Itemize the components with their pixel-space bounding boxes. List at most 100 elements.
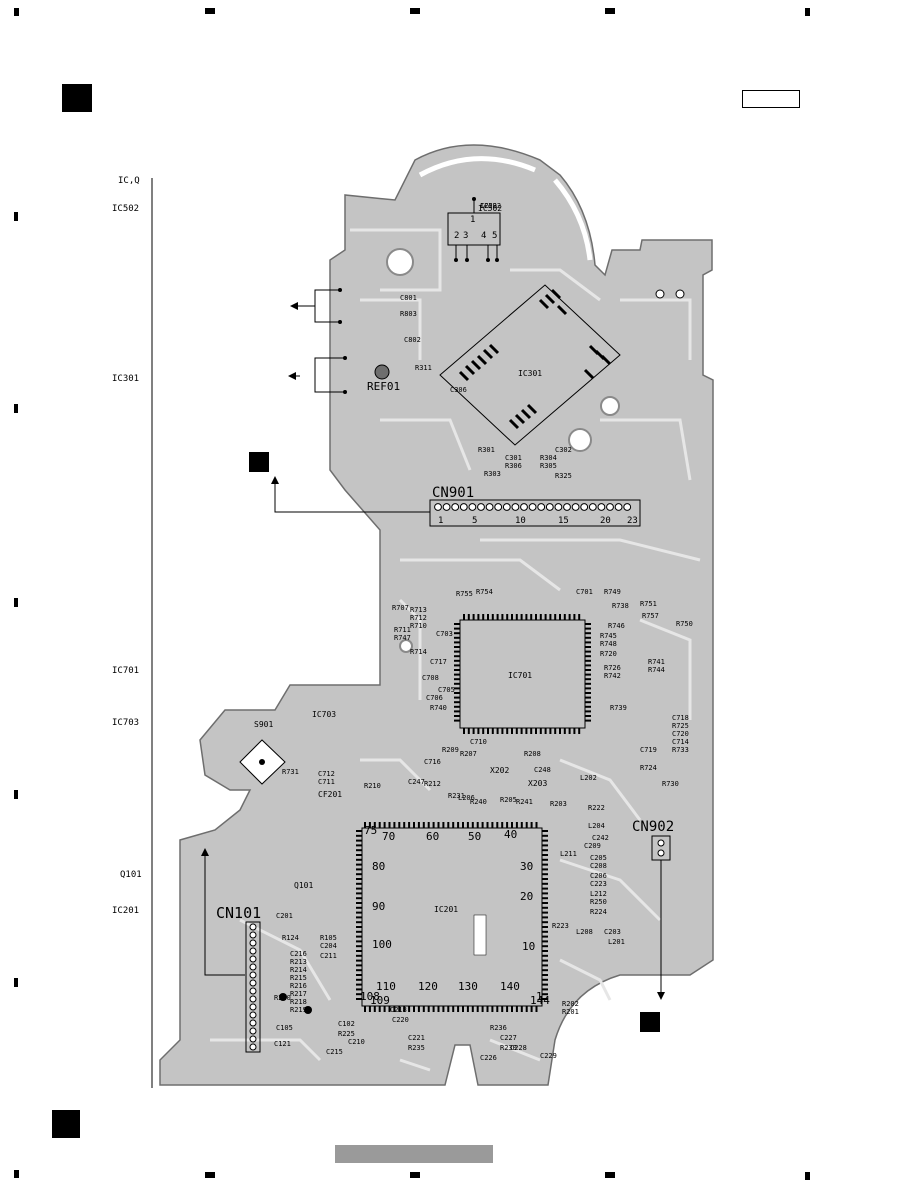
s901-label: S901 [254,720,273,729]
ic201-pin-number: 120 [418,980,438,993]
ic201-pin-number: 140 [500,980,520,993]
cn901-pin [520,503,528,511]
component-label: C717 [430,658,447,666]
cn901-pin-number: 10 [515,516,526,526]
component-label: C301 [505,454,522,462]
corner-block-top [62,84,92,112]
ref01-label: REF01 [367,380,400,393]
component-label: R250 [590,898,607,906]
component-label: R747 [394,634,411,642]
cn901-pin [511,503,520,511]
component-label: R216 [290,982,307,990]
ic201-pin-number: 30 [520,860,533,873]
component-label: R730 [662,780,679,788]
bottom-mark-5 [805,1172,810,1180]
component-label: R742 [604,672,621,680]
ic301-label: IC301 [518,369,542,378]
component-label: C206 [590,872,607,880]
ic201-pin-number: 130 [458,980,478,993]
cn901-footprint [429,499,641,527]
component-label: R224 [590,908,607,916]
cn101-pin [249,1027,257,1035]
component-label: C719 [640,746,657,754]
ic201-pin-number: 109 [370,994,390,1007]
component-label: R738 [612,602,629,610]
component-label: R741 [648,658,665,666]
cn901-pin [571,503,580,511]
cn101-pin [249,963,257,971]
ic502-label: IC502 [478,204,502,213]
ic201-pin-number: 70 [382,830,395,843]
component-label: C209 [584,842,601,850]
left-tick-5 [14,978,18,987]
component-label: L201 [608,938,625,946]
component-label: R325 [555,472,572,480]
component-label: R713 [410,606,427,614]
ic301-footprint [439,284,621,446]
cn901-pin [459,503,468,511]
ic201-pin-number: 110 [376,980,396,993]
q101-label: Q101 [294,881,313,890]
ref01-pad [374,364,390,380]
cn901-pin [468,503,477,511]
component-label: C208 [590,862,607,870]
component-label: R720 [600,650,617,658]
component-label: R231 [448,792,465,800]
cn901-pin [623,503,632,511]
component-label: R311 [415,364,432,372]
component-label: L208 [576,928,593,936]
ic502-pin-number: 2 [454,231,459,241]
component-label: C229 [540,1052,557,1060]
ic201-pin-number: 20 [520,890,533,903]
component-label: R207 [460,750,477,758]
component-label: R201 [562,1008,579,1016]
component-label: C201 [276,912,293,920]
cn901-pin-number: 5 [472,516,477,526]
component-label: R212 [424,780,441,788]
component-label: C720 [672,730,689,738]
component-label: R710 [410,622,427,630]
component-label: C801 [400,294,417,302]
component-label: C228 [510,1044,527,1052]
cf201-label: CF201 [318,790,342,799]
component-label: R711 [394,626,411,634]
component-label: IC502 [480,202,501,210]
component-label: C226 [480,1054,497,1062]
component-label: C222 [480,202,497,210]
component-label: R218 [290,998,307,1006]
component-label: C105 [276,1024,293,1032]
cn101-pin [249,971,257,979]
component-label: R236 [490,1024,507,1032]
component-label: C718 [672,714,689,722]
ic502-footprint [447,197,501,262]
cn101-pin [249,931,257,939]
ic502-pin-number: 5 [492,231,497,241]
ic201-pin-number: 100 [372,938,392,951]
component-label: R210 [364,782,381,790]
component-label: C242 [592,834,609,842]
ic201-pin-number: 50 [468,830,481,843]
cn101-pin [249,1011,257,1019]
component-label: R744 [648,666,665,674]
ic201-pin-number: 1 [536,990,543,1003]
left-tick-1 [14,212,18,221]
component-label: C706 [426,694,443,702]
component-label: C306 [450,386,467,394]
component-label: C218 [390,1006,407,1014]
ic201-pin-number: 10 [522,940,535,953]
component-label: C712 [318,770,335,778]
cn101-pin [249,1019,257,1027]
side-label-ic502: IC502 [112,204,140,214]
marker-block-1 [249,452,269,472]
cn901-pin [485,503,494,511]
leaders [204,289,430,976]
component-label: R225 [338,1030,355,1038]
top-mark-5 [805,8,810,16]
ic701-label: IC701 [508,671,532,680]
component-label: R712 [410,614,427,622]
ic201-pin-number: 90 [372,900,385,913]
ic201-pin-number: 144 [530,994,550,1007]
component-label: R217 [290,990,307,998]
side-label-q101: Q101 [120,870,142,880]
component-label: C248 [534,766,551,774]
